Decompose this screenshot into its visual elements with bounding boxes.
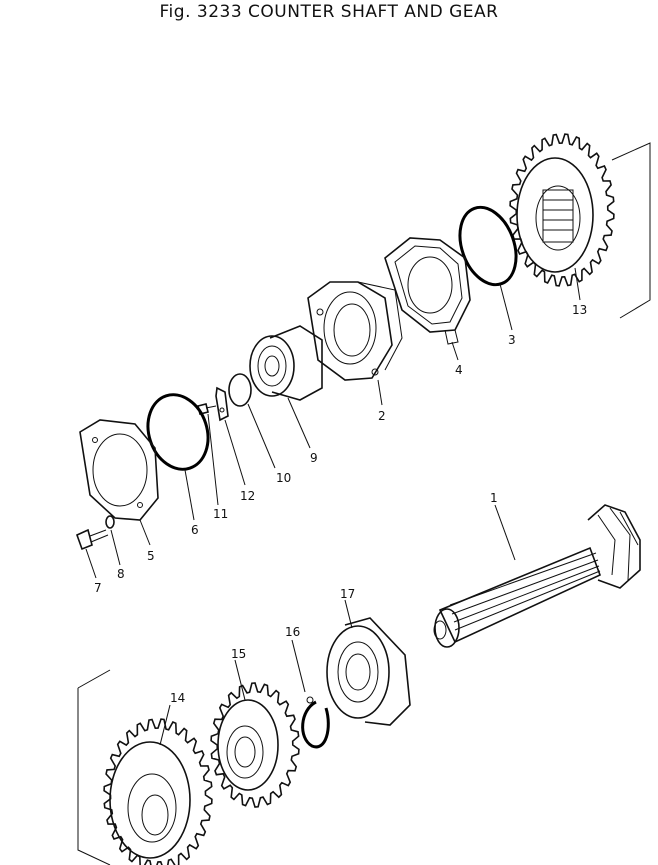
bearing-9 [249,325,323,401]
leader-12 [224,419,246,486]
leader-10 [247,403,276,469]
leader-1 [494,504,516,561]
label-7: 7 [94,581,102,595]
snap-ring-16 [301,700,330,749]
leader-7 [85,548,97,579]
bracket-14 [77,669,111,865]
label-10: 10 [276,471,291,485]
gasket-5 [79,419,159,521]
leader-17 [344,599,353,629]
leader-2 [377,379,383,406]
lock-plate-12 [215,386,229,422]
label-17: 17 [340,587,355,601]
bearing-housing-2 [307,281,403,381]
washer-8 [105,515,115,529]
bearing-17 [326,617,411,726]
leader-9 [287,397,311,449]
label-4: 4 [455,363,463,377]
label-2: 2 [378,409,386,423]
cover-plate-4 [384,237,471,345]
bolt-7 [75,528,109,551]
gear-15 [210,682,300,808]
label-6: 6 [191,523,199,537]
leader-15 [234,659,246,701]
counter-shaft-1 [433,504,641,648]
leader-13 [574,267,581,301]
leader-4 [451,341,459,361]
label-13: 13 [572,303,587,317]
label-15: 15 [231,647,246,661]
leader-5 [139,519,151,546]
label-12: 12 [240,489,255,503]
leader-8 [110,529,121,566]
label-3: 3 [508,333,516,347]
washer-10 [228,373,252,407]
label-9: 9 [310,451,318,465]
bracket-13 [611,142,651,319]
label-8: 8 [117,567,125,581]
label-5: 5 [147,549,155,563]
label-11: 11 [213,507,228,521]
leader-3 [499,283,513,331]
leader-6 [184,469,195,521]
gear-teeth [509,133,615,287]
label-14: 14 [170,691,185,705]
figure-title: Fig. 3233 COUNTER SHAFT AND GEAR [159,2,499,22]
gear-teeth [103,718,213,865]
label-16: 16 [285,625,300,639]
leader-11 [207,413,219,506]
o-ring-3 [458,205,518,287]
o-ring-6 [146,393,210,471]
leader-14 [159,704,171,746]
label-1: 1 [490,491,498,505]
leader-16 [291,639,306,693]
gear-14 [103,718,213,865]
gear-13 [509,133,615,287]
